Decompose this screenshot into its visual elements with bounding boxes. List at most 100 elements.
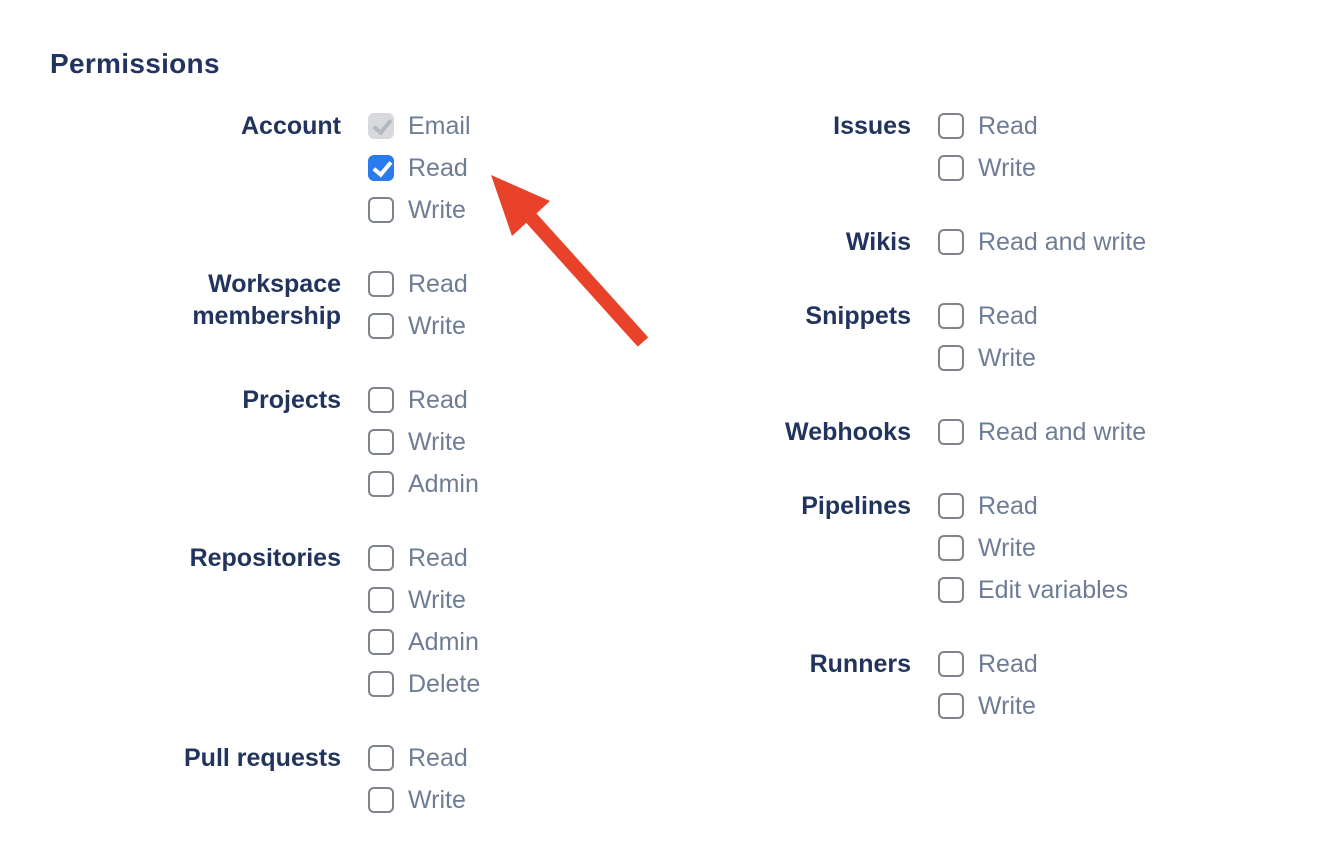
projects-options: Read Write Admin (368, 386, 479, 512)
repositories-write-checkbox[interactable] (368, 587, 394, 613)
group-label-projects: Projects (242, 386, 341, 414)
runners-read-checkbox[interactable] (938, 651, 964, 677)
option-label: Read (978, 301, 1038, 330)
option-workspace-read[interactable]: Read (368, 270, 468, 298)
permissions-left-column: Account Email Read Write Workspace membe… (166, 112, 480, 860)
option-runners-read[interactable]: Read (938, 650, 1038, 678)
repositories-options: Read Write Admin Delete (368, 544, 480, 712)
permission-group-workspace-membership: Workspace membership Read Write (166, 270, 480, 354)
option-snippets-write[interactable]: Write (938, 344, 1038, 372)
option-pipelines-read[interactable]: Read (938, 492, 1128, 520)
option-projects-write[interactable]: Write (368, 428, 479, 456)
option-label: Write (978, 343, 1036, 372)
option-label: Read (408, 385, 468, 414)
runners-write-checkbox[interactable] (938, 693, 964, 719)
group-label-account: Account (241, 112, 341, 140)
option-pipelines-edit-variables[interactable]: Edit variables (938, 576, 1128, 604)
option-label: Write (978, 533, 1036, 562)
page-title: Permissions (50, 48, 220, 79)
option-label: Email (408, 111, 471, 140)
pipelines-options: Read Write Edit variables (938, 492, 1128, 618)
group-label-pipelines: Pipelines (801, 492, 911, 520)
option-account-email[interactable]: Email (368, 112, 471, 140)
option-account-write[interactable]: Write (368, 196, 471, 224)
option-label: Write (408, 785, 466, 814)
option-label: Write (408, 585, 466, 614)
account-write-checkbox[interactable] (368, 197, 394, 223)
permission-group-webhooks: Webhooks Read and write (736, 418, 1146, 460)
projects-admin-checkbox[interactable] (368, 471, 394, 497)
permission-group-projects: Projects Read Write Admin (166, 386, 480, 512)
option-runners-write[interactable]: Write (938, 692, 1038, 720)
pull-requests-options: Read Write (368, 744, 468, 828)
option-webhooks-read-and-write[interactable]: Read and write (938, 418, 1146, 446)
option-pull-requests-read[interactable]: Read (368, 744, 468, 772)
permission-group-runners: Runners Read Write (736, 650, 1146, 734)
wikis-options: Read and write (938, 228, 1146, 270)
permission-group-repositories: Repositories Read Write Admin Delete (166, 544, 481, 712)
option-projects-admin[interactable]: Admin (368, 470, 479, 498)
group-label-pull-requests: Pull requests (184, 744, 341, 772)
issues-write-checkbox[interactable] (938, 155, 964, 181)
repositories-delete-checkbox[interactable] (368, 671, 394, 697)
option-pull-requests-write[interactable]: Write (368, 786, 468, 814)
option-label: Write (978, 153, 1036, 182)
snippets-write-checkbox[interactable] (938, 345, 964, 371)
workspace-write-checkbox[interactable] (368, 313, 394, 339)
permission-group-pull-requests: Pull requests Read Write (166, 744, 480, 828)
pipelines-write-checkbox[interactable] (938, 535, 964, 561)
option-label: Write (408, 311, 466, 340)
account-read-checkbox[interactable] (368, 155, 394, 181)
account-email-checkbox[interactable] (368, 113, 394, 139)
option-label: Read (978, 491, 1038, 520)
option-snippets-read[interactable]: Read (938, 302, 1038, 330)
issues-read-checkbox[interactable] (938, 113, 964, 139)
repositories-read-checkbox[interactable] (368, 545, 394, 571)
pipelines-edit-variables-checkbox[interactable] (938, 577, 964, 603)
workspace-membership-options: Read Write (368, 270, 468, 354)
snippets-read-checkbox[interactable] (938, 303, 964, 329)
wikis-read-and-write-checkbox[interactable] (938, 229, 964, 255)
pull-requests-write-checkbox[interactable] (368, 787, 394, 813)
arrow-head (491, 175, 550, 236)
projects-write-checkbox[interactable] (368, 429, 394, 455)
option-wikis-read-and-write[interactable]: Read and write (938, 228, 1146, 256)
option-repositories-read[interactable]: Read (368, 544, 480, 572)
projects-read-checkbox[interactable] (368, 387, 394, 413)
option-label: Write (408, 427, 466, 456)
option-label: Read (408, 269, 468, 298)
option-pipelines-write[interactable]: Write (938, 534, 1128, 562)
group-label-repositories: Repositories (189, 544, 341, 572)
option-label: Read (408, 153, 468, 182)
option-account-read[interactable]: Read (368, 154, 471, 182)
group-label-workspace-membership: Workspace membership (192, 270, 341, 330)
permission-group-pipelines: Pipelines Read Write Edit variables (736, 492, 1146, 618)
option-label: Read (978, 111, 1038, 140)
repositories-admin-checkbox[interactable] (368, 629, 394, 655)
option-label: Read and write (978, 417, 1147, 446)
option-workspace-write[interactable]: Write (368, 312, 468, 340)
webhooks-options: Read and write (938, 418, 1146, 460)
option-repositories-delete[interactable]: Delete (368, 670, 480, 698)
group-label-snippets: Snippets (805, 302, 911, 330)
option-issues-read[interactable]: Read (938, 112, 1038, 140)
option-label: Read (408, 743, 468, 772)
permissions-right-column: Issues Read Write Wikis Read and write S… (736, 112, 1146, 766)
option-issues-write[interactable]: Write (938, 154, 1038, 182)
option-label: Read (408, 543, 468, 572)
account-options: Email Read Write (368, 112, 471, 238)
permission-group-wikis: Wikis Read and write (736, 228, 1146, 270)
pull-requests-read-checkbox[interactable] (368, 745, 394, 771)
runners-options: Read Write (938, 650, 1038, 734)
issues-options: Read Write (938, 112, 1038, 196)
option-repositories-write[interactable]: Write (368, 586, 480, 614)
webhooks-read-and-write-checkbox[interactable] (938, 419, 964, 445)
option-label: Write (978, 691, 1036, 720)
workspace-read-checkbox[interactable] (368, 271, 394, 297)
option-projects-read[interactable]: Read (368, 386, 479, 414)
pipelines-read-checkbox[interactable] (938, 493, 964, 519)
permission-group-issues: Issues Read Write (736, 112, 1146, 196)
option-label: Write (408, 195, 466, 224)
option-label: Read and write (978, 227, 1147, 256)
option-repositories-admin[interactable]: Admin (368, 628, 480, 656)
